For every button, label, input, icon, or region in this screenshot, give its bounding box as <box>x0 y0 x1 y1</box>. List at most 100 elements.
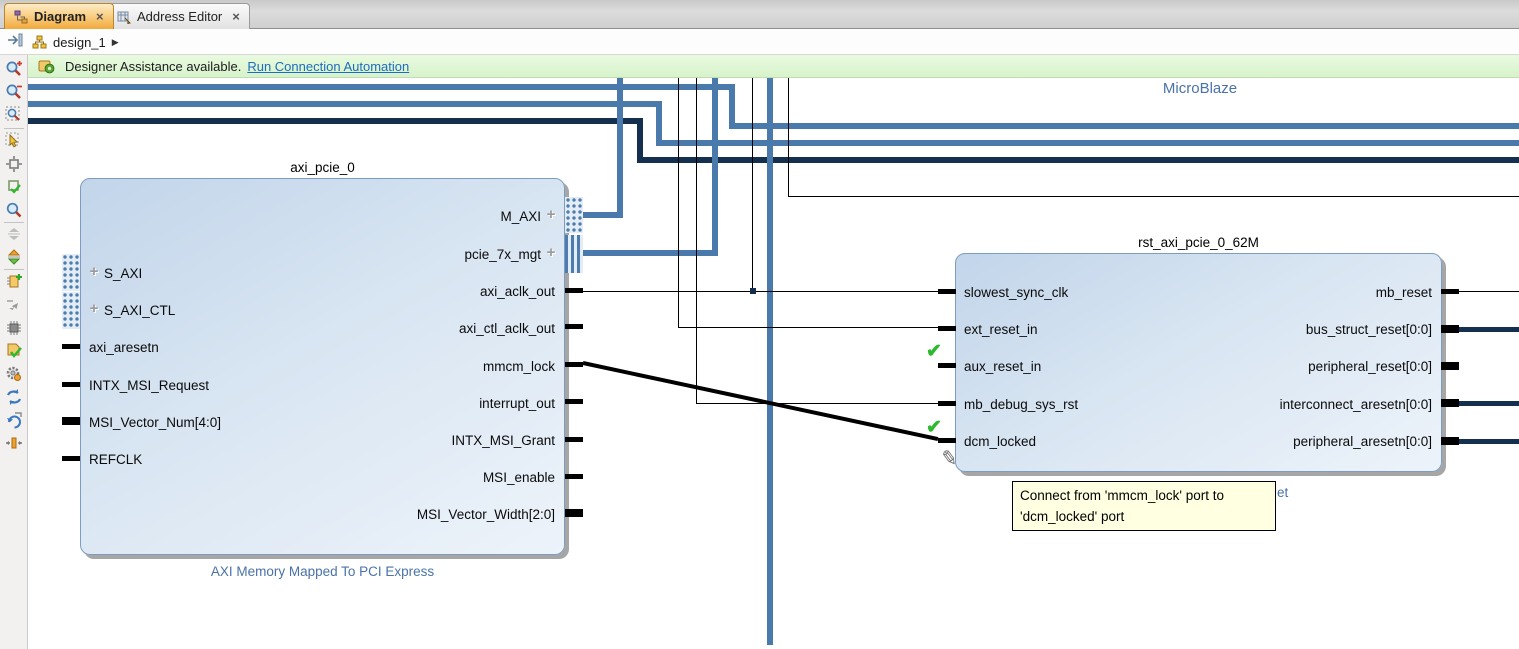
tab-address-editor-close-icon[interactable]: × <box>232 9 240 24</box>
pin-stub-mmcm-lock[interactable] <box>565 362 583 367</box>
tab-address-editor[interactable]: Address Editor × <box>107 3 250 29</box>
port[interactable]: INTX_MSI_Grant <box>451 432 555 448</box>
zoom-in-icon[interactable] <box>5 60 23 78</box>
port[interactable]: M_AXI+ <box>500 207 558 225</box>
interface-pin-s-axi[interactable] <box>62 254 80 291</box>
pin-stub-slowest-sync-clk[interactable] <box>938 289 956 294</box>
port[interactable]: dcm_locked <box>964 433 1037 449</box>
port[interactable]: ext_reset_in <box>964 321 1038 337</box>
tab-diagram[interactable]: Diagram × <box>4 3 114 29</box>
wire-segment[interactable] <box>28 84 735 90</box>
wire-segment[interactable] <box>788 78 789 196</box>
wire-segment[interactable] <box>637 118 643 163</box>
wire-segment[interactable] <box>656 101 662 146</box>
pin-stub-mb-reset[interactable] <box>1441 289 1459 294</box>
port[interactable]: axi_aresetn <box>89 339 159 355</box>
wire-segment[interactable] <box>1459 327 1519 332</box>
wire-segment[interactable] <box>678 327 938 328</box>
block-axi-pcie-0[interactable]: +S_AXI +S_AXI_CTL axi_aresetn INTX_MSI_R… <box>80 178 565 555</box>
tab-diagram-close-icon[interactable]: × <box>96 9 104 24</box>
wire-segment[interactable] <box>583 212 623 218</box>
wire-segment[interactable] <box>729 84 735 129</box>
pin-stub-msi-vector-width[interactable] <box>565 509 583 517</box>
interface-pin-m-axi[interactable] <box>565 197 583 233</box>
pin-stub-axi-aclk-out[interactable] <box>565 288 583 293</box>
port[interactable]: peripheral_reset[0:0] <box>1308 358 1432 374</box>
wire-segment[interactable] <box>583 291 938 292</box>
pin-stub-msi-vector-num[interactable] <box>62 417 80 425</box>
settings-icon[interactable] <box>5 365 23 383</box>
fit-selection-icon[interactable] <box>5 155 23 173</box>
pin-stub-aux-reset-in[interactable] <box>938 363 956 368</box>
expand-block-icon[interactable] <box>5 248 23 266</box>
validate-design-icon[interactable] <box>5 342 23 360</box>
diagram-canvas[interactable]: MicroBlaze <box>28 78 1519 649</box>
port[interactable]: interconnect_aresetn[0:0] <box>1279 396 1432 412</box>
run-connection-automation-link[interactable]: Run Connection Automation <box>247 58 410 74</box>
pin-stub-peripheral-aresetn[interactable] <box>1441 437 1459 445</box>
wire-segment[interactable] <box>28 101 662 107</box>
port[interactable]: interrupt_out <box>479 395 555 411</box>
pin-stub-axi-aresetn[interactable] <box>62 344 80 349</box>
reset-layout-icon[interactable] <box>5 411 23 429</box>
pin-stub-mb-debug-sys-rst[interactable] <box>938 401 956 406</box>
wire-segment[interactable] <box>729 123 1519 129</box>
wire-segment[interactable] <box>788 196 1519 197</box>
port[interactable]: slowest_sync_clk <box>964 284 1069 300</box>
add-ip-icon[interactable] <box>5 273 23 291</box>
expand-plus-icon[interactable]: + <box>89 300 99 317</box>
customize-block-icon[interactable] <box>5 319 23 337</box>
port[interactable]: MSI_Vector_Width[2:0] <box>416 506 555 522</box>
wire-segment[interactable] <box>1459 439 1519 444</box>
fit-width-icon[interactable] <box>5 434 23 452</box>
expand-plus-icon[interactable]: + <box>89 263 99 280</box>
port[interactable]: +S_AXI_CTL <box>87 300 176 319</box>
port[interactable]: mb_reset <box>1375 284 1432 300</box>
collapse-block-icon[interactable] <box>5 225 23 243</box>
wire-segment[interactable] <box>767 78 773 645</box>
wire-segment[interactable] <box>1459 291 1519 292</box>
dock-pin-icon[interactable] <box>6 32 24 48</box>
wire-segment[interactable] <box>678 78 679 328</box>
expand-selection-icon[interactable] <box>5 178 23 196</box>
wire-segment[interactable] <box>28 118 643 124</box>
regenerate-layout-icon[interactable] <box>5 388 23 406</box>
pin-stub-peripheral-reset[interactable] <box>1441 362 1459 370</box>
pin-stub-axi-ctl-aclk-out[interactable] <box>565 324 583 329</box>
select-parent-icon[interactable] <box>5 296 23 314</box>
wire-segment[interactable] <box>696 403 938 404</box>
pin-stub-dcm-locked[interactable] <box>938 438 956 443</box>
wire-segment[interactable] <box>752 78 753 291</box>
wire-segment[interactable] <box>656 140 1519 146</box>
port[interactable]: MSI_enable <box>482 469 555 485</box>
block-rst-axi-pcie-0-62m[interactable]: slowest_sync_clk ext_reset_in aux_reset_… <box>955 253 1442 472</box>
pin-stub-msi-enable[interactable] <box>565 474 583 479</box>
pin-stub-intx-msi-request[interactable] <box>62 382 80 387</box>
breadcrumb-design-label[interactable]: design_1 <box>53 34 106 50</box>
port[interactable]: REFCLK <box>89 451 143 467</box>
wire-segment[interactable] <box>583 250 718 256</box>
wire-segment[interactable] <box>637 157 1519 163</box>
wire-segment[interactable] <box>1459 401 1519 406</box>
port[interactable]: axi_aclk_out <box>479 283 555 299</box>
port[interactable]: pcie_7x_mgt+ <box>464 245 558 263</box>
wire-segment[interactable] <box>617 78 623 218</box>
zoom-selection-icon[interactable] <box>5 106 23 124</box>
port[interactable]: mb_debug_sys_rst <box>964 396 1079 412</box>
find-icon[interactable] <box>5 201 23 219</box>
port[interactable]: bus_struct_reset[0:0] <box>1305 321 1432 337</box>
zoom-out-icon[interactable] <box>5 83 23 101</box>
port[interactable]: axi_ctl_aclk_out <box>458 320 555 336</box>
expand-plus-icon[interactable]: + <box>546 244 556 261</box>
port[interactable]: aux_reset_in <box>964 358 1042 374</box>
expand-plus-icon[interactable]: + <box>546 206 556 223</box>
pin-stub-ext-reset-in[interactable] <box>938 326 956 331</box>
interface-pin-s-axi-ctl[interactable] <box>62 292 80 329</box>
breadcrumb-expand-arrow[interactable]: ▶ <box>111 36 119 47</box>
port[interactable]: MSI_Vector_Num[4:0] <box>89 414 222 430</box>
pin-stub-intx-msi-grant[interactable] <box>565 437 583 442</box>
port[interactable]: INTX_MSI_Request <box>89 377 210 393</box>
wire-segment[interactable] <box>696 78 697 404</box>
pin-stub-interrupt-out[interactable] <box>565 399 583 404</box>
select-pointer-icon[interactable] <box>5 132 23 150</box>
